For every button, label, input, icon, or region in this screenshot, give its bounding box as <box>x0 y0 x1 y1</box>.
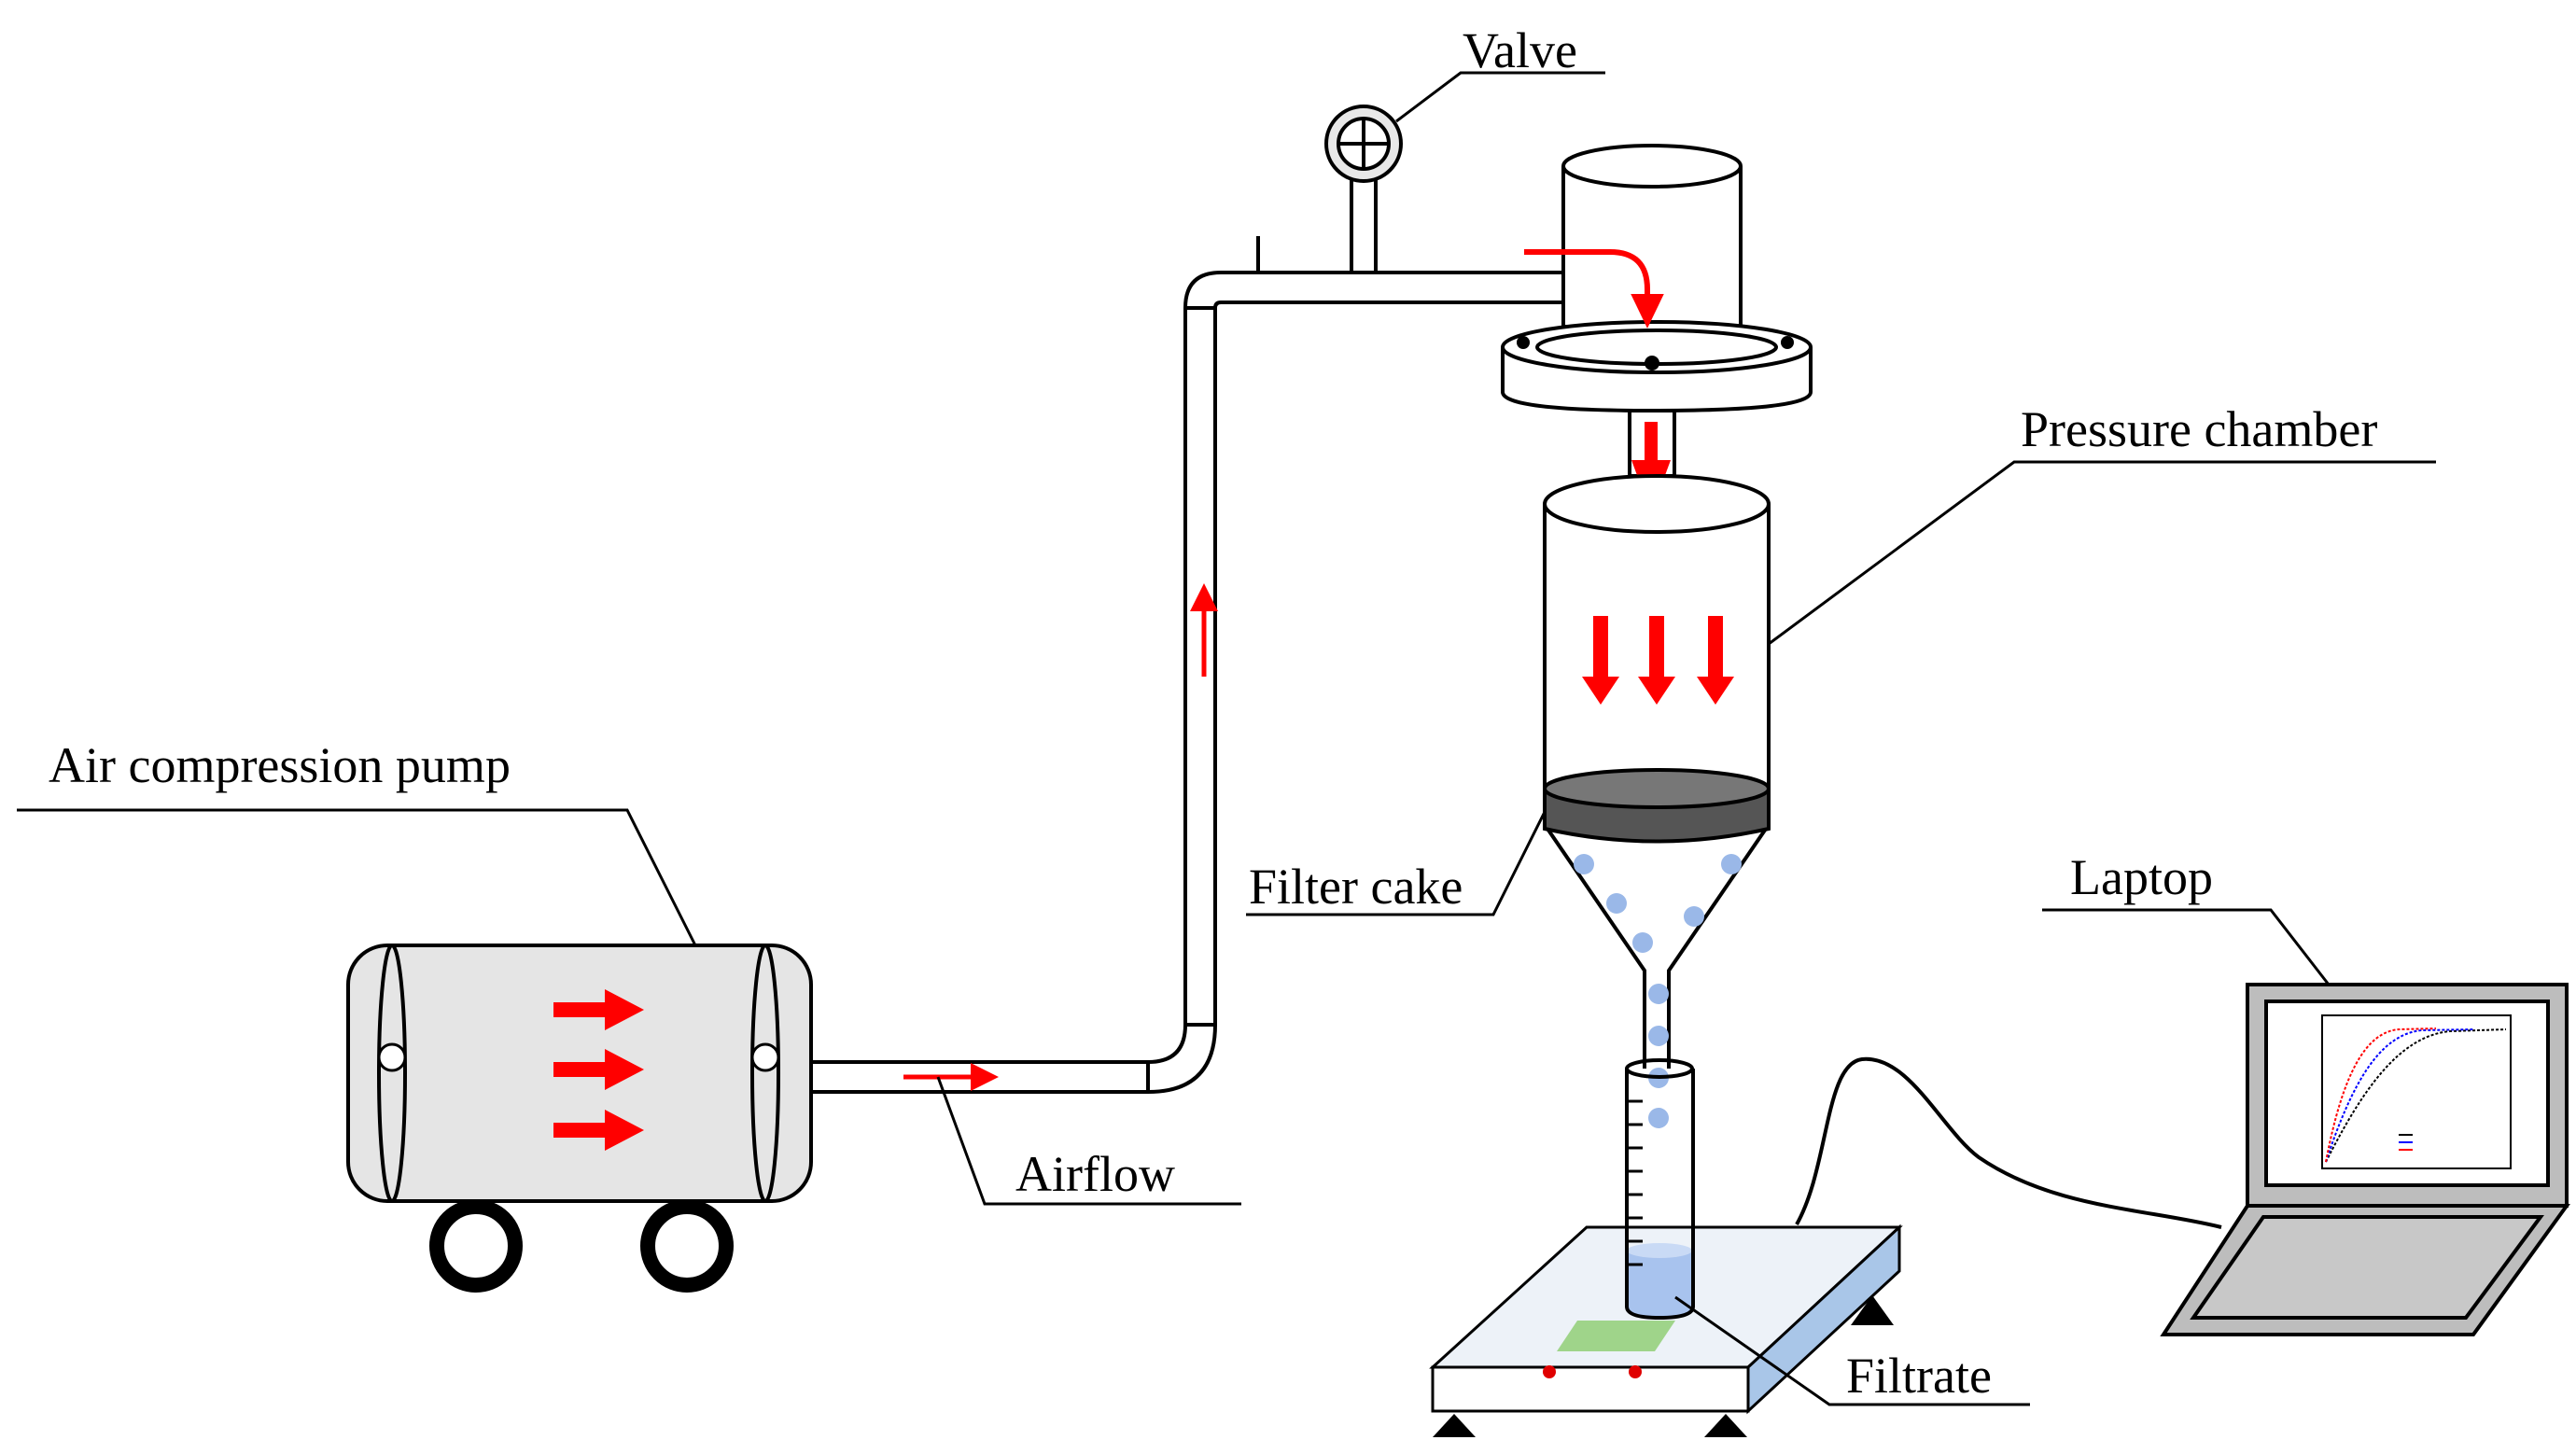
air-pipe <box>811 236 1587 1094</box>
label-valve: Valve <box>1463 22 1577 78</box>
valve <box>1324 105 1403 274</box>
screen-chart <box>2321 1014 2512 1169</box>
filter-cake-leader <box>1246 811 1547 916</box>
data-cable <box>1795 1056 2222 1229</box>
sensor-dots <box>1543 1365 1642 1378</box>
flange <box>1501 320 1813 413</box>
graduation-ticks <box>1627 1099 1643 1266</box>
chamber-pressure-arrows <box>1582 616 1734 705</box>
filtrate-liquid <box>1627 1251 1693 1318</box>
label-laptop: Laptop <box>2070 849 2213 905</box>
pump-leader <box>17 808 697 946</box>
label-filtrate: Filtrate <box>1846 1348 1992 1404</box>
label-air-compression-pump: Air compression pump <box>49 737 511 793</box>
pump-airflow-arrows <box>553 989 644 1151</box>
leader-lines <box>17 71 2436 1406</box>
label-airflow: Airflow <box>1015 1146 1175 1202</box>
sensor-pad <box>1557 1321 1675 1351</box>
valve-crosshair-icon <box>1324 105 1403 183</box>
pipe-airflow-arrows <box>903 583 1218 1091</box>
label-filter-cake: Filter cake <box>1249 859 1463 915</box>
filtrate-leader <box>1674 1295 2030 1406</box>
pump-end-cap-left <box>377 944 407 1203</box>
pressure-chamber-leader <box>1768 460 2436 646</box>
laptop-leader <box>2042 908 2331 986</box>
inlet-arrow <box>1524 249 1664 329</box>
pump-end-cap-right <box>750 944 780 1203</box>
graduated-cylinder <box>1625 1058 1695 1321</box>
airflow-leader <box>936 1076 1241 1206</box>
air-compression-pump <box>346 944 813 1293</box>
valve-leader <box>1395 71 1605 123</box>
pressure-chamber <box>1543 474 1771 1069</box>
laptop-keyboard <box>2190 1215 2544 1320</box>
wheel-icon <box>640 1199 734 1293</box>
filtrate-droplets <box>1574 854 1742 1128</box>
wheel-icon <box>429 1199 523 1293</box>
triangle-support-icon <box>1433 1295 1894 1437</box>
label-pressure-chamber: Pressure chamber <box>2021 401 2377 457</box>
